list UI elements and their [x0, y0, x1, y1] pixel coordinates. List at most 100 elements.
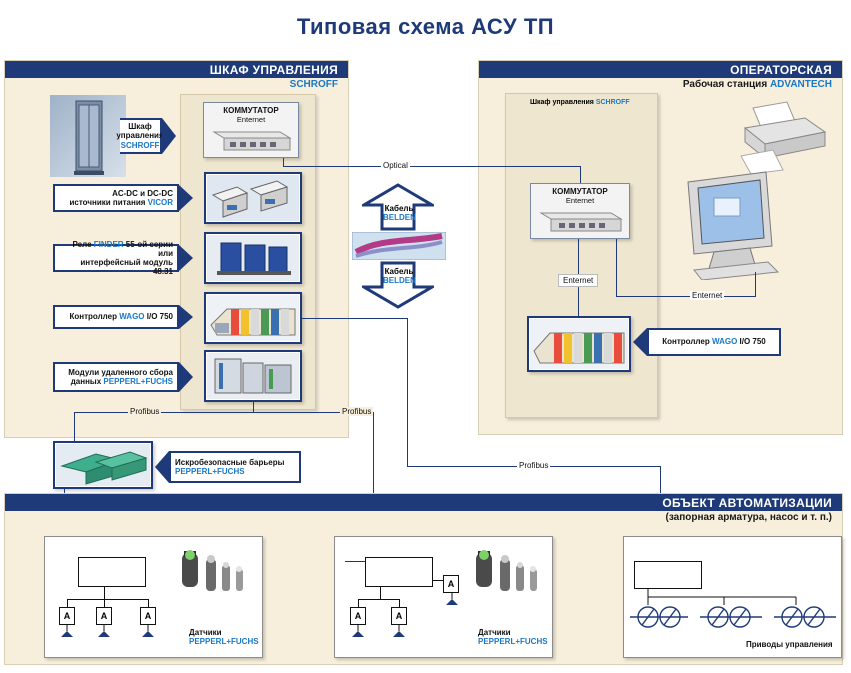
intrinsic-barrier-image: [53, 441, 153, 489]
hub2-drop2: [399, 599, 400, 607]
hub2-stem: [380, 587, 381, 599]
hub2-drop1: [358, 599, 359, 607]
hub1-drop2: [104, 599, 105, 607]
actuator-valve-icons: [628, 589, 838, 635]
cable-down-label: Кабель BELDEN: [383, 267, 416, 285]
optical-label: Optical: [381, 161, 410, 170]
arrow-right-icon: [179, 185, 193, 211]
field-box-sensors-center: [334, 536, 553, 658]
sensors-image-left: [180, 545, 252, 597]
control-cabinet-brand: SCHROFF: [289, 79, 338, 90]
rack-cabinet-image: [50, 95, 126, 177]
psu-label-box: AC-DC и DC-DC источники питания VICOR: [53, 184, 179, 212]
psu-label-arrow: AC-DC и DC-DC источники питания VICOR: [53, 184, 193, 212]
analog-sensor-box: A: [140, 607, 156, 625]
profibus-ctrl-h: [302, 318, 407, 319]
printer-image: [735, 100, 830, 175]
relay-label-line1: Реле FINDER 55-ой серии или: [72, 239, 173, 258]
relay-label-box: Реле FINDER 55-ой серии или интерфейсный…: [53, 240, 179, 276]
monitor-image: [684, 168, 784, 281]
profibus-label-actuators: Profibus: [517, 461, 551, 470]
optical-line-h: [283, 166, 581, 167]
automation-object-sub: (запорная арматура, насос и т. п.): [665, 512, 833, 523]
operator-switch-title: КОММУТАТОР: [552, 187, 608, 196]
cabinet-switch-sub: Enternet: [236, 115, 266, 124]
operator-cabinet-caption: Шкаф управления SCHROFF: [530, 99, 630, 106]
operator-wago-controller-image: [527, 316, 631, 372]
operator-switch: КОММУТАТОР Enternet: [530, 183, 630, 239]
remote-io-label-line2: данных PEPPERL+FUCHS: [70, 377, 173, 386]
psu-label-line2: источники питания VICOR: [69, 198, 173, 207]
rack-label-line1: Шкаф: [128, 122, 152, 132]
analog-sensor-box: A: [443, 575, 459, 593]
relay-label-arrow: Реле FINDER 55-ой серии или интерфейсный…: [53, 240, 193, 276]
field-hub-3: [634, 561, 702, 589]
automation-object-header: ОБЪЕКТ АВТОМАТИЗАЦИИ: [5, 494, 842, 511]
arrow-right-icon: [179, 362, 193, 392]
arrow-right-icon: [162, 118, 176, 154]
ethernet-label-cabinet: Enternet: [558, 274, 599, 287]
barrier-label-brand: PEPPERL+FUCHS: [175, 467, 245, 476]
psu-label-line1: AC-DC и DC-DC: [112, 188, 173, 198]
analog-sensor-box: A: [59, 607, 75, 625]
hub1-drop1: [67, 599, 68, 607]
optical-line-v1: [283, 158, 284, 167]
field-box-sensors-left: [44, 536, 263, 658]
arrow-left-icon: [155, 451, 169, 483]
arrow-left-icon: [633, 328, 647, 356]
arrow-right-icon: [179, 245, 193, 271]
remote-io-image: [204, 350, 302, 402]
control-cabinet-header: ШКАФ УПРАВЛЕНИЯ: [5, 61, 348, 78]
operator-controller-label-text: Контроллер WAGO I/O 750: [662, 337, 766, 347]
profibus-label-center: Profibus: [340, 407, 374, 416]
barrier-label-line1: Искробезопасные барьеры: [175, 457, 285, 467]
operator-controller-label-box: Контроллер WAGO I/O 750: [647, 328, 781, 356]
relay-modules-image: [204, 232, 302, 284]
analog-sensor-box: A: [391, 607, 407, 625]
hub1-bus: [67, 599, 149, 600]
controller-label-arrow: Контроллер WAGO I/O 750: [53, 305, 193, 329]
optical-line-v2: [580, 166, 581, 183]
profibus-remote-v: [253, 402, 254, 413]
rack-label-box: Шкаф управления SCHROFF: [116, 118, 164, 154]
sensor-ground-symbols: [58, 625, 158, 639]
ethernet-ws-v2: [755, 272, 756, 297]
wago-controller-image: [204, 292, 302, 344]
barrier-label-box: Искробезопасные барьеры PEPPERL+FUCHS: [169, 451, 301, 483]
hub1-drop3: [148, 599, 149, 607]
field-hub-2: [365, 557, 433, 587]
operator-switch-sub: Enternet: [565, 196, 595, 205]
profibus-center-v: [373, 412, 374, 562]
hub2-side-h: [433, 580, 443, 581]
barrier-label-arrow: Искробезопасные барьеры PEPPERL+FUCHS: [155, 451, 301, 483]
psu-modules-image: [204, 172, 302, 224]
rack-label-line2: управления: [116, 131, 164, 141]
ethernet-ws-v: [616, 239, 617, 297]
cabinet-switch-title: КОММУТАТОР: [223, 106, 279, 115]
switch-device-icon: [539, 212, 623, 232]
cabinet-switch: КОММУТАТОР Enternet: [203, 102, 299, 158]
belden-cable-image: [351, 231, 447, 261]
controller-label-text: Контроллер WAGO I/O 750: [69, 312, 173, 322]
rack-label-arrow: Шкаф управления SCHROFF: [116, 118, 176, 154]
rack-label-brand: SCHROFF: [120, 140, 160, 150]
operator-room-header: ОПЕРАТОРСКАЯ: [479, 61, 842, 78]
sensors-caption-center: Датчики PEPPERL+FUCHS: [478, 628, 548, 647]
diagram-title: Типовая схема АСУ ТП: [296, 14, 555, 39]
arrow-right-icon: [179, 305, 193, 329]
cable-down-arrow: [358, 261, 438, 309]
profibus-label-left: Profibus: [128, 407, 162, 416]
profibus-center-h: [345, 561, 374, 562]
analog-sensor-box: A: [96, 607, 112, 625]
hub1-stem: [104, 587, 105, 599]
hub2-bus: [358, 599, 400, 600]
ethernet-label-workstation: Enternet: [690, 291, 725, 300]
remote-io-label-box: Модули удаленного сбора данных PEPPERL+F…: [53, 362, 179, 392]
controller-label-box: Контроллер WAGO I/O 750: [53, 305, 179, 329]
sensor-ground-symbols: [349, 593, 469, 639]
operator-controller-label-arrow: Контроллер WAGO I/O 750: [633, 328, 781, 356]
cable-up-arrow: [358, 183, 438, 231]
workstation-caption: Рабочая станция ADVANTECH: [682, 79, 832, 90]
switch-device-icon: [212, 131, 292, 151]
remote-io-label-line1: Модули удаленного сбора: [68, 367, 173, 377]
